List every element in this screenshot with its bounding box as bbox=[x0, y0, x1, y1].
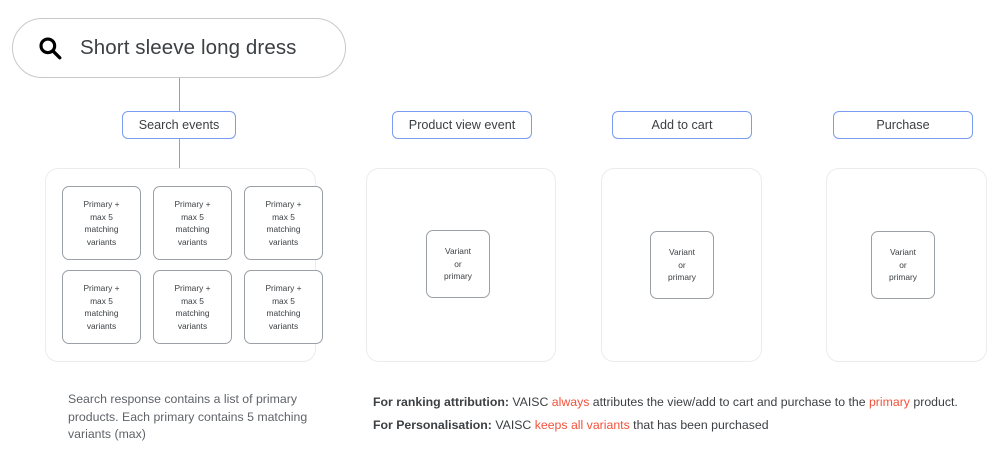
notes-block: For ranking attribution: VAISC always at… bbox=[373, 391, 985, 437]
note-text: VAISC bbox=[508, 395, 552, 409]
note-text: product. bbox=[909, 395, 958, 409]
note-lead: For Personalisation: bbox=[373, 418, 492, 432]
search-query-text: Short sleeve long dress bbox=[80, 36, 297, 59]
note-text: attributes the view/add to cart and purc… bbox=[589, 395, 869, 409]
note-highlight: primary bbox=[868, 395, 910, 409]
caption-search-response: Search response contains a list of prima… bbox=[68, 392, 308, 441]
note-line: For ranking attribution: VAISC always at… bbox=[373, 391, 985, 414]
note-lead: For ranking attribution: bbox=[373, 395, 509, 409]
label-purchase-text: Purchase bbox=[876, 118, 930, 132]
label-search-events-text: Search events bbox=[138, 118, 220, 132]
container-product-view-event bbox=[366, 168, 556, 362]
note-line: For Personalisation: VAISC keeps all var… bbox=[373, 414, 985, 437]
note-text: that has been purchased bbox=[629, 418, 769, 432]
search-icon bbox=[39, 37, 62, 60]
connector-line-bottom bbox=[178, 139, 180, 171]
label-search-events[interactable]: Search events bbox=[122, 111, 236, 139]
note-highlight: keeps all variants bbox=[534, 418, 630, 432]
note-text: VAISC bbox=[491, 418, 535, 432]
note-highlight: always bbox=[551, 395, 590, 409]
label-product-view-event-text: Product view event bbox=[408, 118, 516, 132]
label-purchase[interactable]: Purchase bbox=[833, 111, 973, 139]
label-add-to-cart[interactable]: Add to cart bbox=[612, 111, 752, 139]
search-bar[interactable]: Short sleeve long dress bbox=[12, 18, 346, 78]
connector-line-top bbox=[178, 78, 180, 111]
label-add-to-cart-text: Add to cart bbox=[651, 118, 713, 132]
label-product-view-event[interactable]: Product view event bbox=[392, 111, 532, 139]
